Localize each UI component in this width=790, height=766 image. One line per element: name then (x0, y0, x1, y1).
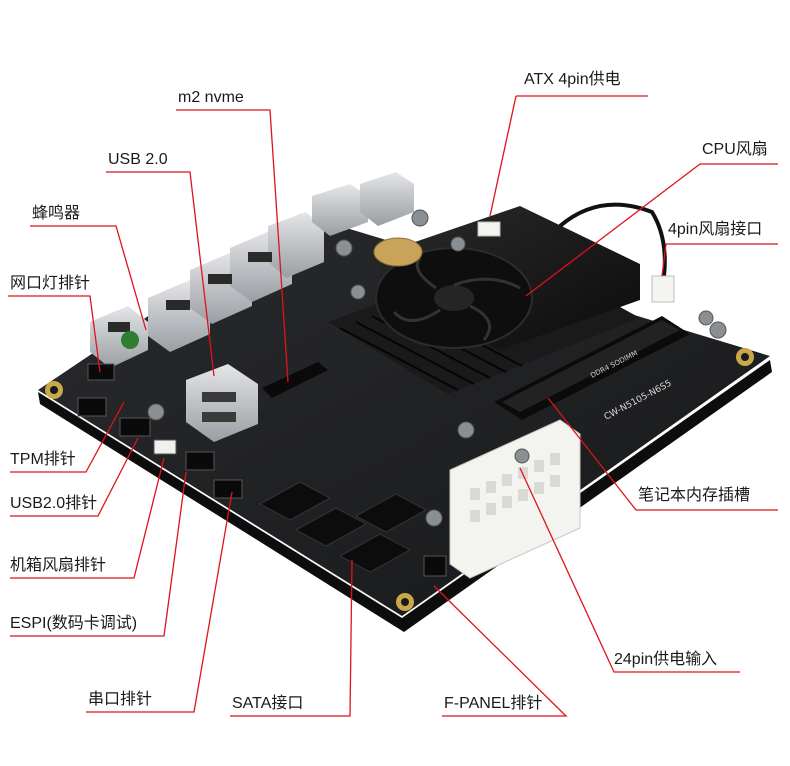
atx-4pin-connector (477, 221, 501, 237)
leader-fan4pin-drop (661, 243, 667, 277)
leader-serial (86, 491, 233, 713)
label-buzzer: 蜂鸣器 (32, 205, 81, 222)
leader-usb20 (106, 171, 215, 377)
fan-4pin-connector (651, 275, 675, 303)
label-usb20: USB 2.0 (108, 151, 168, 168)
leader-usb20-header (10, 437, 139, 517)
leader-lines (8, 95, 778, 717)
leader-sodimm (547, 397, 778, 511)
leader-lan-led (8, 295, 101, 373)
cmos-battery (373, 237, 423, 267)
label-lan-led-header: 网口灯排针 (10, 275, 91, 292)
label-atx-4pin: ATX 4pin供电 (524, 71, 621, 88)
label-fpanel-header: F-PANEL排针 (444, 695, 543, 712)
label-sata-port: SATA接口 (232, 695, 304, 712)
usb20-port (186, 364, 258, 442)
label-24pin-power: 24pin供电输入 (614, 651, 718, 668)
leader-cpu-fan-drop (525, 163, 701, 297)
label-cpu-fan: CPU风扇 (702, 141, 768, 158)
heatsink (328, 206, 640, 394)
pin-headers (77, 363, 447, 577)
leader-buzzer (30, 225, 147, 331)
leader-24pin (519, 467, 740, 673)
label-fan-4pin: 4pin风扇接口 (668, 221, 763, 238)
leader-tpm (10, 401, 125, 473)
rear-usb-ports (312, 172, 414, 236)
leader-chassis-fan (10, 457, 165, 579)
label-m2-nvme: m2 nvme (178, 89, 244, 106)
label-serial-header: 串口排针 (88, 691, 153, 708)
label-sodimm-slot: 笔记本内存插槽 (638, 487, 751, 504)
leader-espi (10, 471, 187, 637)
atx-24pin-connector (449, 419, 581, 579)
m2-slot (262, 362, 328, 398)
leader-sata (230, 559, 353, 717)
label-chassis-fan-header: 机箱风扇排针 (10, 557, 107, 574)
lan-ports (90, 212, 324, 368)
leader-fpanel (433, 585, 568, 717)
buzzer (121, 331, 139, 349)
mounting-holes (45, 348, 754, 611)
leader-atx4pin-drop (489, 95, 517, 217)
leader-m2-nvme (176, 109, 289, 383)
label-espi: ESPI(数码卡调试) (10, 615, 138, 632)
label-usb20-header: USB2.0排针 (10, 495, 98, 512)
label-tpm-header: TPM排针 (10, 451, 76, 468)
sata-ports (258, 481, 428, 573)
capacitors (147, 209, 727, 527)
